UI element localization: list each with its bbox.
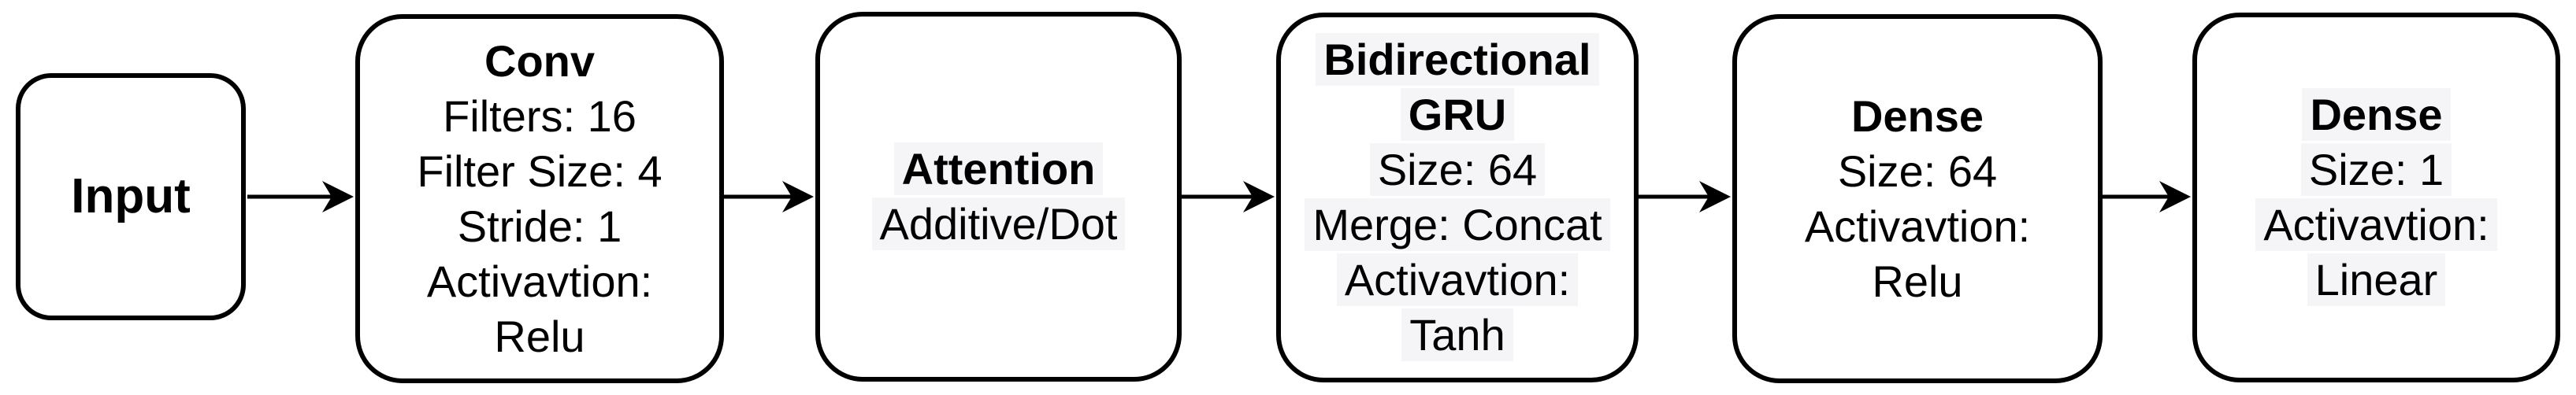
node-title: Input [71,169,191,223]
node-title: Conv [484,35,595,86]
arrow-dense1-to-dense2 [2101,181,2191,212]
node-input: Input [16,73,246,320]
node-detail: Size: 1 [2300,142,2452,198]
node-detail: Size: 64 [1837,146,1998,196]
node-detail: Filters: 16 [443,90,637,141]
node-detail: Tanh [1401,308,1513,363]
node-detail: Activavtion: [426,256,653,306]
node-title: Dense [2302,87,2451,142]
node-detail: Activavtion: [1804,201,2031,251]
node-detail: Stride: 1 [457,201,622,251]
node-detail: Additive/Dot [871,197,1126,252]
node-detail: Size: 64 [1369,142,1546,198]
node-detail: Activavtion: [1336,253,1579,308]
node-detail: Merge: Concat [1305,198,1610,253]
arrow-input-to-conv [247,181,354,212]
node-title: Dense [1850,90,1984,141]
node-dense-2: Dense Size: 1 Activavtion: Linear [2192,13,2560,382]
node-attention: Attention Additive/Dot [815,12,1182,382]
node-detail: Relu [494,311,585,361]
node-detail: Filter Size: 4 [417,146,663,196]
arrow-gru-to-dense1 [1637,181,1731,212]
node-bidirectional-gru: Bidirectional GRU Size: 64 Merge: Concat… [1276,13,1639,382]
node-title: Bidirectional [1316,32,1599,87]
node-detail: Relu [1872,256,1963,306]
node-conv: Conv Filters: 16 Filter Size: 4 Stride: … [355,14,724,383]
node-detail: Linear [2307,253,2446,308]
node-detail: Activavtion: [2255,198,2497,253]
arrow-conv-to-attention [722,181,814,212]
node-title: Attention [893,142,1104,197]
node-dense-1: Dense Size: 64 Activavtion: Relu [1732,14,2103,383]
node-title: GRU [1400,87,1515,142]
arrow-attention-to-gru [1180,181,1275,212]
